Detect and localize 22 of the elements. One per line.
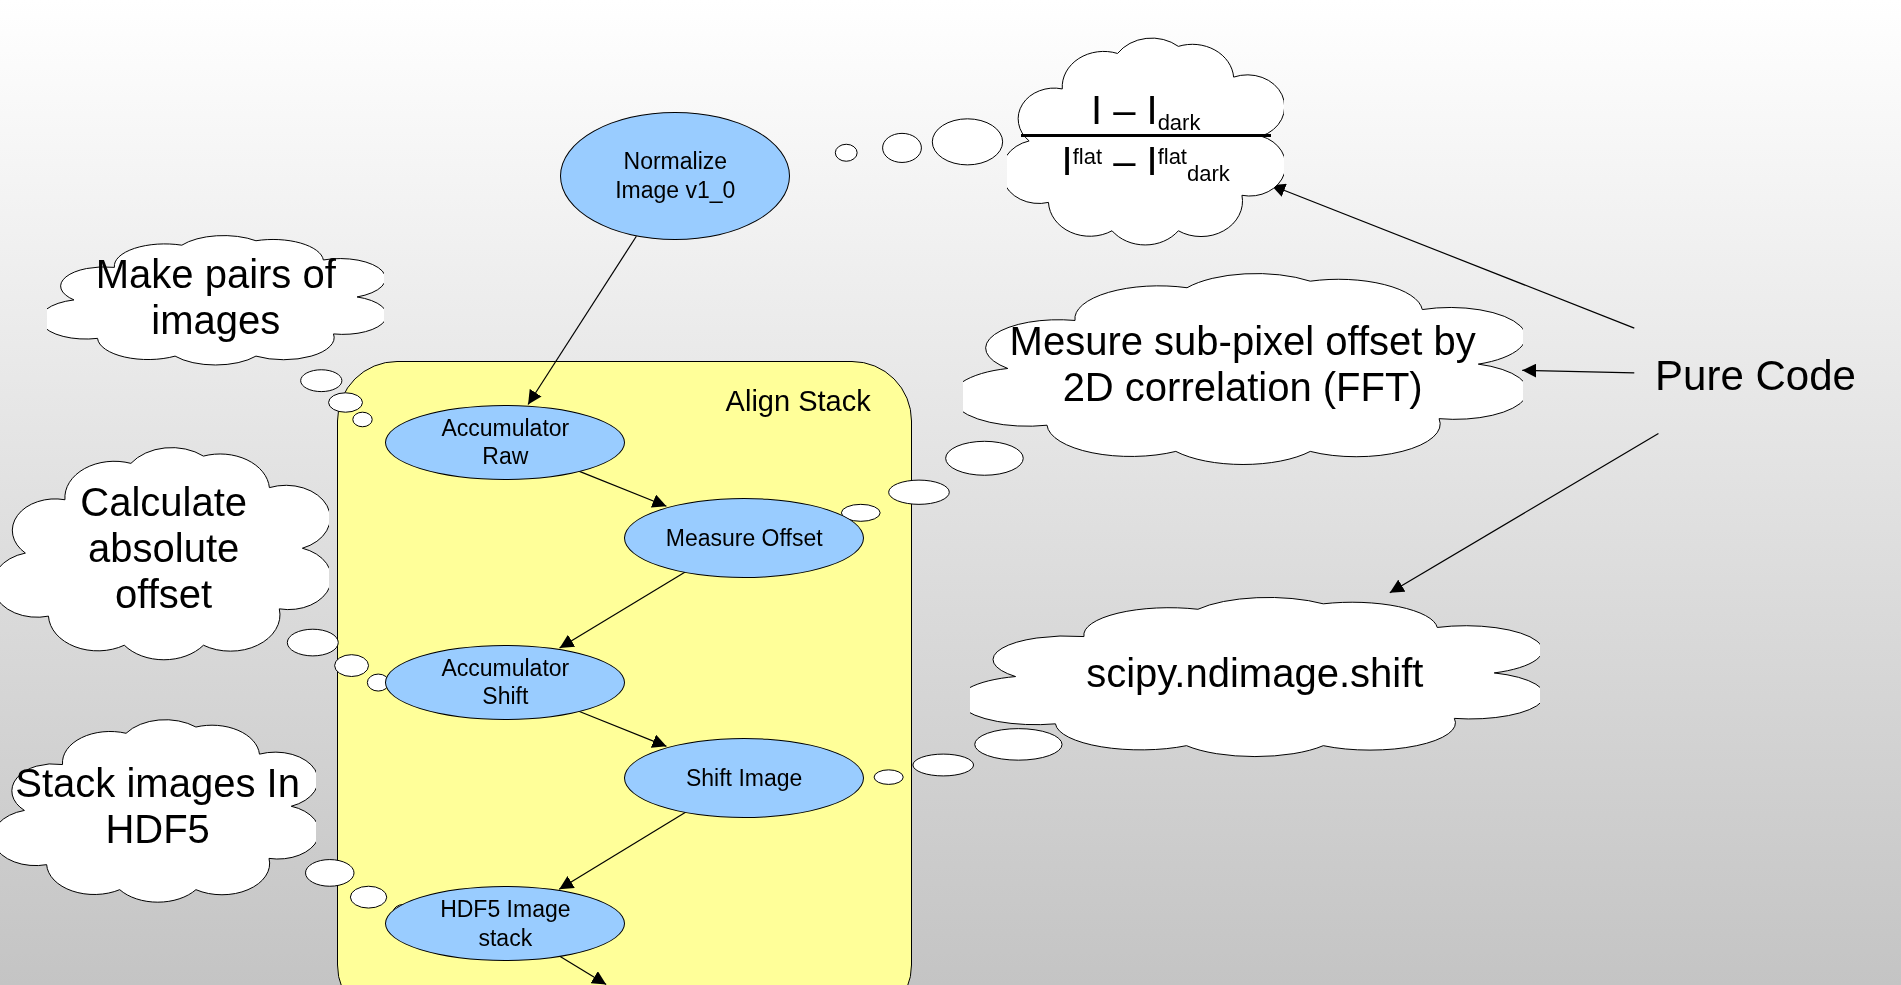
node-text: Measure Offset xyxy=(665,523,823,553)
arrow xyxy=(527,235,637,406)
node-text: Shift Image xyxy=(686,763,803,793)
cloud-text: Stack images In HDF5 xyxy=(14,760,301,853)
node-text: HDF5 Image stack xyxy=(439,894,572,953)
cloud-text: Mesure sub-pixel offset by 2D correlation (FFT) xyxy=(1008,317,1477,410)
group-title: Align Stack xyxy=(725,384,871,420)
annotation-text: Pure Code xyxy=(1655,350,1856,401)
arrow xyxy=(1389,432,1660,594)
cloud-text: Calculate absolute offset xyxy=(79,479,249,617)
arrow xyxy=(559,571,686,649)
arrow xyxy=(558,811,687,890)
group-panel xyxy=(337,361,912,985)
node-text: Accumulator Raw xyxy=(440,413,571,472)
cloud-text: Make pairs of images xyxy=(94,251,337,343)
node-text: Accumulator Shift xyxy=(440,653,571,712)
arrow xyxy=(1521,363,1635,378)
arrow xyxy=(558,955,607,985)
arrow xyxy=(577,710,668,748)
node-text: Normalize Image v1_0 xyxy=(614,147,737,205)
cloud-text: scipy.ndimage.shift xyxy=(1086,649,1424,696)
formula-text: I – I$_{dark}$ xyxy=(1090,90,1201,131)
